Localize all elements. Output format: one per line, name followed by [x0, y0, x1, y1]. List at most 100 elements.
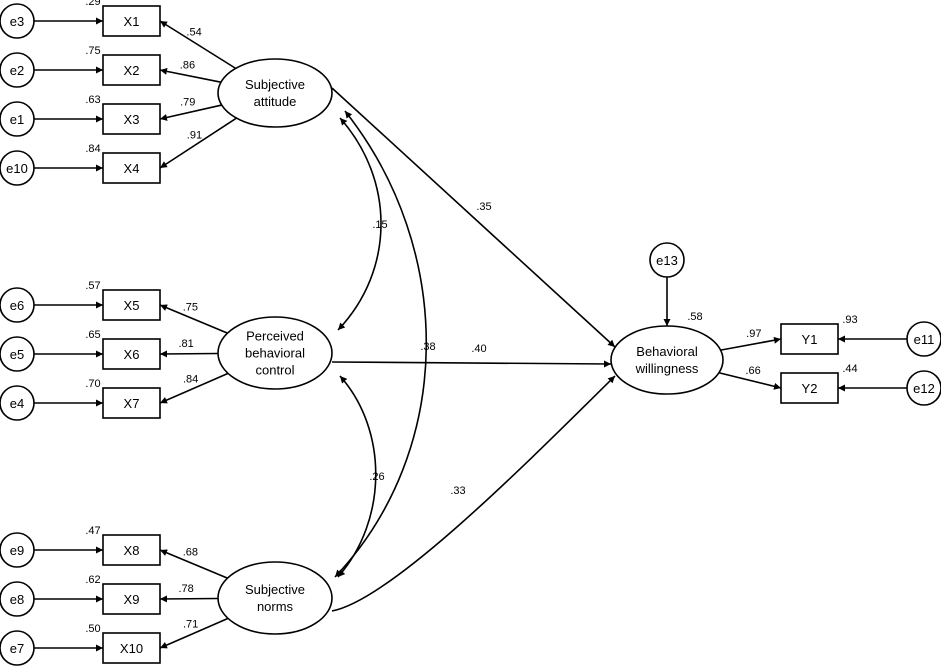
indicator-box-x9 — [102, 583, 161, 615]
subjective-norms-label: Subjective — [245, 582, 305, 597]
subjective-attitude-ellipse — [217, 58, 333, 128]
r2-y2: .44 — [842, 363, 857, 375]
loading-x7: .84 — [183, 374, 198, 386]
indicator-label-x8: X8 — [124, 543, 140, 558]
loading-arrow-y1 — [720, 336, 782, 351]
error-circle-e8 — [0, 581, 35, 617]
indicator-label-y1: Y1 — [802, 332, 818, 347]
r2-x8: .47 — [85, 525, 100, 537]
loading-x9: .78 — [178, 583, 193, 595]
path-coef-subjective-norms: .33 — [450, 485, 465, 497]
indicator-box-x7 — [102, 387, 161, 419]
loading-arrow-x9 — [159, 595, 219, 603]
indicator-label-x10: X10 — [120, 641, 143, 656]
error-label-e4: e4 — [10, 396, 24, 411]
subjective-attitude-label: attitude — [254, 94, 297, 109]
indicator-box-x5 — [102, 289, 161, 321]
error-circle-e11 — [906, 321, 941, 357]
path-coef-subjective-attitude: .35 — [476, 201, 491, 213]
indicator-box-x1 — [102, 5, 161, 37]
error-circle-e12 — [906, 370, 941, 406]
correlation-coef-3: .26 — [369, 471, 384, 483]
loading-arrow-x8 — [159, 549, 228, 579]
error-circle-e9 — [0, 532, 35, 568]
perceived-behavioral-control-label: behavioral — [245, 346, 305, 361]
perceived-behavioral-control-ellipse — [217, 316, 333, 390]
loading-arrow-x4 — [159, 117, 237, 169]
subjective-attitude-label: Subjective — [245, 77, 305, 92]
r2-x3: .63 — [85, 94, 100, 106]
indicator-label-x7: X7 — [124, 396, 140, 411]
error-label-e13: e13 — [656, 253, 678, 268]
error-label-e5: e5 — [10, 347, 24, 362]
indicator-box-y1 — [780, 323, 839, 355]
loading-x10: .71 — [183, 619, 198, 631]
error-label-e9: e9 — [10, 543, 24, 558]
r2-x2: .75 — [85, 45, 100, 57]
error-label-e3: e3 — [10, 14, 24, 29]
r2-x9: .62 — [85, 574, 100, 586]
perceived-behavioral-control-label: Perceived — [246, 329, 304, 344]
error-label-e8: e8 — [10, 592, 24, 607]
r2-x5: .57 — [85, 280, 100, 292]
indicator-box-x6 — [102, 338, 161, 370]
loading-y2: .66 — [745, 365, 760, 377]
loading-x5: .75 — [183, 302, 198, 314]
loading-x4: .91 — [187, 130, 202, 142]
behavioral-willingness-r2: .58 — [687, 311, 702, 323]
path-subjective-attitude-to-behavioral-willingness — [331, 87, 616, 348]
loading-x8: .68 — [183, 547, 198, 559]
loading-arrow-x1 — [159, 20, 237, 70]
indicator-label-y2: Y2 — [802, 381, 818, 396]
indicator-box-x8 — [102, 534, 161, 566]
path-perceived-behavioral-control-to-behavioral-willingness — [331, 360, 612, 368]
error-circle-e1 — [0, 101, 35, 137]
error-circle-e4 — [0, 385, 35, 421]
behavioral-willingness-label: willingness — [635, 361, 699, 376]
indicator-label-x2: X2 — [124, 63, 140, 78]
correlation-coef-1: .15 — [372, 219, 387, 231]
error-label-e7: e7 — [10, 641, 24, 656]
loading-x3: .79 — [180, 97, 195, 109]
path-coef-perceived-behavioral-control: .40 — [471, 343, 486, 355]
subjective-norms-label: norms — [257, 599, 294, 614]
correlation-coef-2: .38 — [420, 341, 435, 353]
indicator-label-x5: X5 — [124, 298, 140, 313]
indicator-box-x4 — [102, 152, 161, 184]
error-label-e11: e11 — [914, 332, 935, 347]
error-circle-e3 — [0, 3, 35, 39]
loading-arrow-y2 — [718, 371, 782, 390]
loading-x1: .54 — [186, 26, 201, 38]
loading-arrow-x5 — [159, 304, 228, 334]
path-subjective-norms-to-behavioral-willingness — [331, 375, 616, 612]
error-circle-e10 — [0, 150, 35, 186]
error-label-e12: e12 — [913, 381, 935, 396]
indicator-label-x4: X4 — [124, 161, 140, 176]
loading-x2: .86 — [180, 59, 195, 71]
indicator-box-x3 — [102, 103, 161, 135]
r2-x7: .70 — [85, 378, 100, 390]
error-label-e10: e10 — [6, 161, 28, 176]
r2-x1: .29 — [85, 0, 100, 8]
loading-arrow-x7 — [159, 372, 229, 404]
correlation-subjective-attitude-subjective-norms — [334, 110, 428, 578]
error-circle-e7 — [0, 630, 35, 666]
error-label-e1: e1 — [10, 112, 24, 127]
loading-arrow-x6 — [159, 350, 219, 358]
loading-x6: .81 — [178, 338, 193, 350]
perceived-behavioral-control-label: control — [255, 363, 294, 378]
subjective-norms-ellipse — [217, 561, 333, 635]
error-circle-e13 — [649, 242, 685, 278]
correlation-subjective-attitude-perceived-behavioral-control — [337, 117, 382, 331]
loading-arrow-x3 — [159, 104, 222, 121]
r2-x4: .84 — [85, 143, 100, 155]
error-circle-e6 — [0, 287, 35, 323]
indicator-label-x1: X1 — [124, 14, 140, 29]
loading-arrow-x2 — [159, 67, 222, 83]
loading-arrow-x10 — [159, 617, 229, 649]
indicator-label-x9: X9 — [124, 592, 140, 607]
indicator-box-y2 — [780, 372, 839, 404]
behavioral-willingness-ellipse — [610, 325, 724, 395]
indicator-box-x10 — [102, 632, 161, 664]
